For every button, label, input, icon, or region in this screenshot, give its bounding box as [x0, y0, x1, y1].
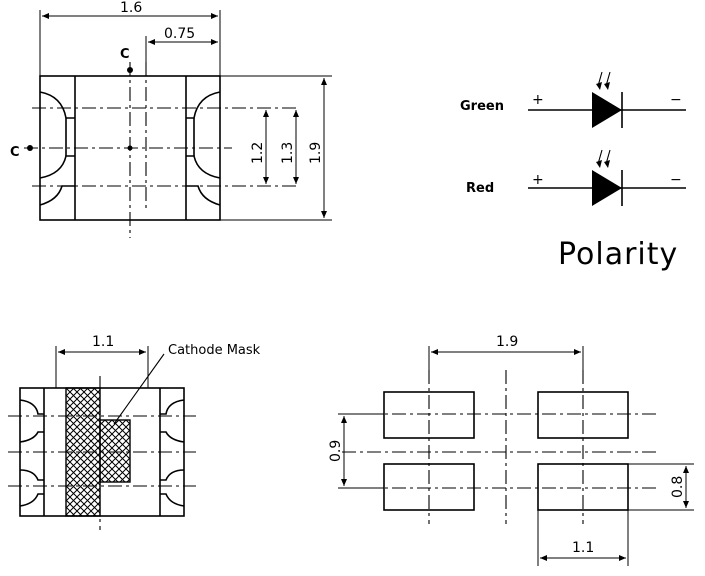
- dim-mid-1-3: 1.3: [280, 142, 296, 164]
- cathode-mask-label: Cathode Mask: [168, 343, 261, 358]
- dim-height-1-9: 1.9: [308, 142, 324, 164]
- red-emission-arrows-icon: [596, 149, 611, 168]
- red-minus: −: [670, 172, 682, 188]
- dim-pad-1-2: 1.2: [250, 142, 266, 164]
- cathode-mask-leader: [113, 353, 165, 425]
- center-mark-left: C: [10, 145, 20, 160]
- green-label: Green: [460, 99, 504, 114]
- footprint-dim-1-9: 1.9: [496, 334, 518, 350]
- dim-half-0-75: 0.75: [164, 26, 195, 42]
- green-plus: +: [532, 92, 544, 108]
- center-mark-top: C: [120, 47, 130, 62]
- green-emission-arrows-icon: [596, 71, 611, 90]
- polarity-section: Green + − Red + − Polarity: [460, 71, 686, 272]
- red-label: Red: [466, 181, 494, 196]
- footprint-dim-0-9: 0.9: [328, 440, 344, 462]
- bottom-view: 1.1 Cathode Mask: [8, 334, 261, 530]
- green-minus: −: [670, 92, 682, 108]
- footprint-dim-1-1: 1.1: [572, 540, 594, 556]
- polarity-title: Polarity: [558, 237, 678, 272]
- cathode-mask-hatch-inner: [99, 419, 131, 483]
- bottom-dim-1-1: 1.1: [92, 334, 114, 350]
- red-diode-symbol: [592, 170, 622, 206]
- red-plus: +: [532, 172, 544, 188]
- top-view: 1.6 0.75 C C 1.2 1.3 1.9: [10, 0, 332, 238]
- footprint-view: 1.9 0.9 0.8 1.1: [328, 334, 694, 566]
- green-diode-symbol: [592, 92, 622, 128]
- dim-width-1-6: 1.6: [120, 0, 142, 16]
- footprint-dim-0-8: 0.8: [670, 476, 686, 498]
